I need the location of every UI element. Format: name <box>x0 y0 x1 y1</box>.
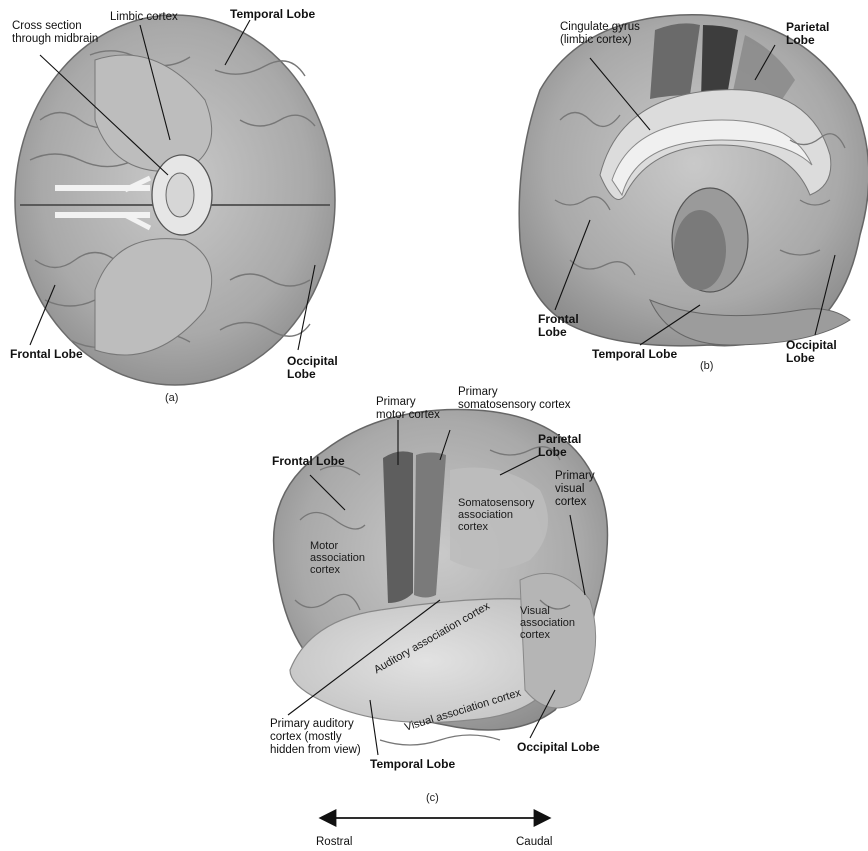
label-temporal-lobe-c: Temporal Lobe <box>370 758 455 771</box>
label-parietal-lobe-b: Parietal Lobe <box>786 21 829 47</box>
panel-a-tag: (a) <box>165 392 178 404</box>
label-somatosensory-assoc: Somatosensory association cortex <box>458 497 534 533</box>
label-parietal-lobe-c: Parietal Lobe <box>538 433 581 459</box>
label-occipital-lobe-c: Occipital Lobe <box>517 741 600 754</box>
label-primary-auditory: Primary auditory cortex (mostly hidden f… <box>270 718 361 757</box>
label-frontal-lobe-b: Frontal Lobe <box>538 313 579 339</box>
label-temporal-lobe-b: Temporal Lobe <box>592 348 677 361</box>
label-motor-assoc: Motor association cortex <box>310 540 365 576</box>
label-primary-visual: Primary visual cortex <box>555 470 595 509</box>
label-frontal-lobe-c: Frontal Lobe <box>272 455 345 468</box>
label-temporal-lobe-a: Temporal Lobe <box>230 8 315 21</box>
label-cingulate-gyrus: Cingulate gyrus (limbic cortex) <box>560 21 640 47</box>
panel-b-brain <box>519 15 868 346</box>
panel-b-tag: (b) <box>700 360 713 372</box>
label-rostral: Rostral <box>316 836 352 849</box>
label-caudal: Caudal <box>516 836 552 849</box>
label-limbic-cortex-a: Limbic cortex <box>110 11 178 24</box>
label-occipital-lobe-a: Occipital Lobe <box>287 355 338 381</box>
label-visual-assoc: Visual association cortex <box>520 605 575 641</box>
label-primary-motor: Primary motor cortex <box>376 396 440 422</box>
label-occipital-lobe-b: Occipital Lobe <box>786 339 868 365</box>
label-cross-section: Cross section through midbrain <box>12 20 98 46</box>
panel-a-brain <box>15 15 335 385</box>
label-primary-somatosensory: Primary somatosensory cortex <box>458 386 571 412</box>
label-frontal-lobe-a: Frontal Lobe <box>10 348 83 361</box>
panel-c-tag: (c) <box>426 792 439 804</box>
